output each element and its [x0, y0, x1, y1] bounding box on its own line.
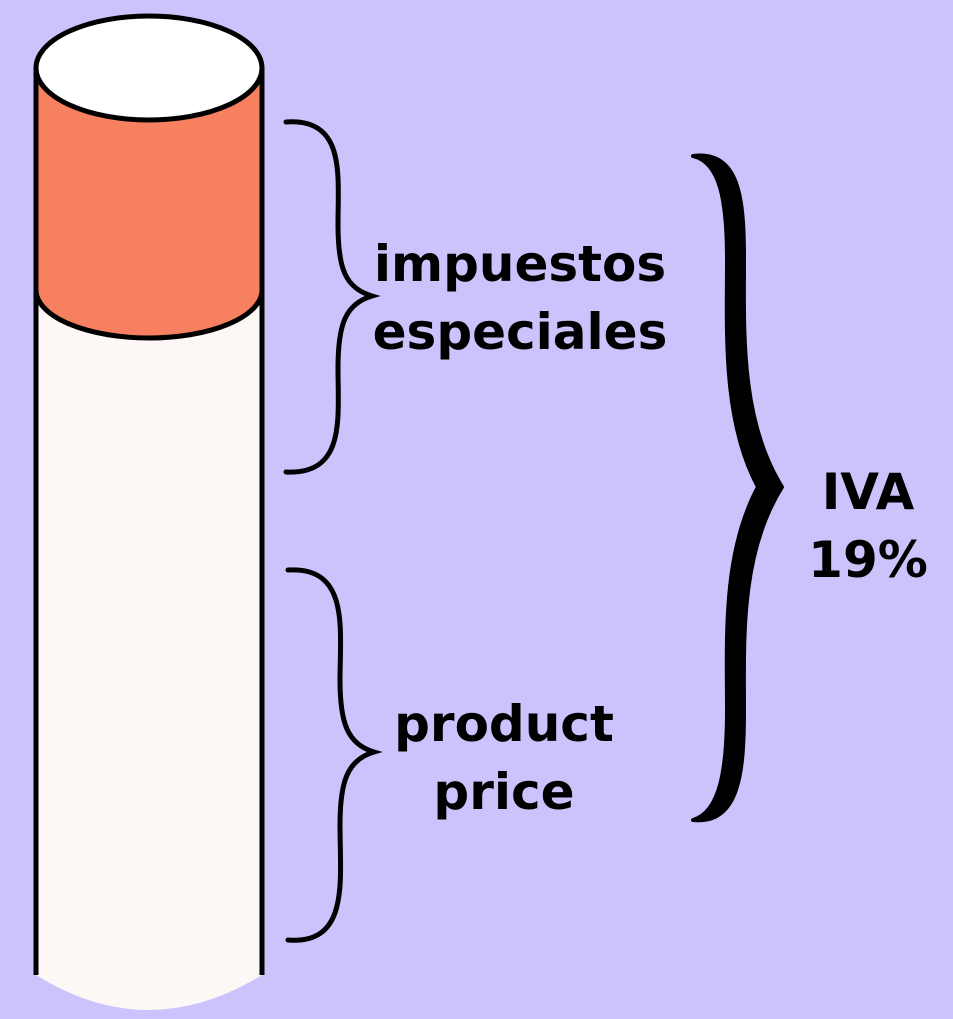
product-price-label-line1: product [394, 695, 614, 753]
product-price-label: product price [368, 690, 640, 826]
special-taxes-label-line1: impuestos [373, 235, 667, 293]
cylinder-top-cap [33, 13, 265, 123]
cylinder [33, 13, 265, 1010]
segment-divider [33, 289, 265, 341]
product-price-brace [285, 567, 383, 943]
vat-label-rate: 19% [808, 531, 928, 589]
vat-label: IVA 19% [800, 458, 936, 594]
special-taxes-label: impuestos especiales [372, 230, 668, 366]
special-taxes-label-line2: especiales [372, 303, 668, 361]
vat-brace [691, 153, 784, 823]
special-taxes-brace [283, 119, 381, 475]
product-price-label-line2: price [433, 763, 575, 821]
product-price-segment [36, 290, 262, 1010]
vat-label-name: IVA [821, 463, 915, 521]
special-taxes-segment [36, 68, 262, 338]
